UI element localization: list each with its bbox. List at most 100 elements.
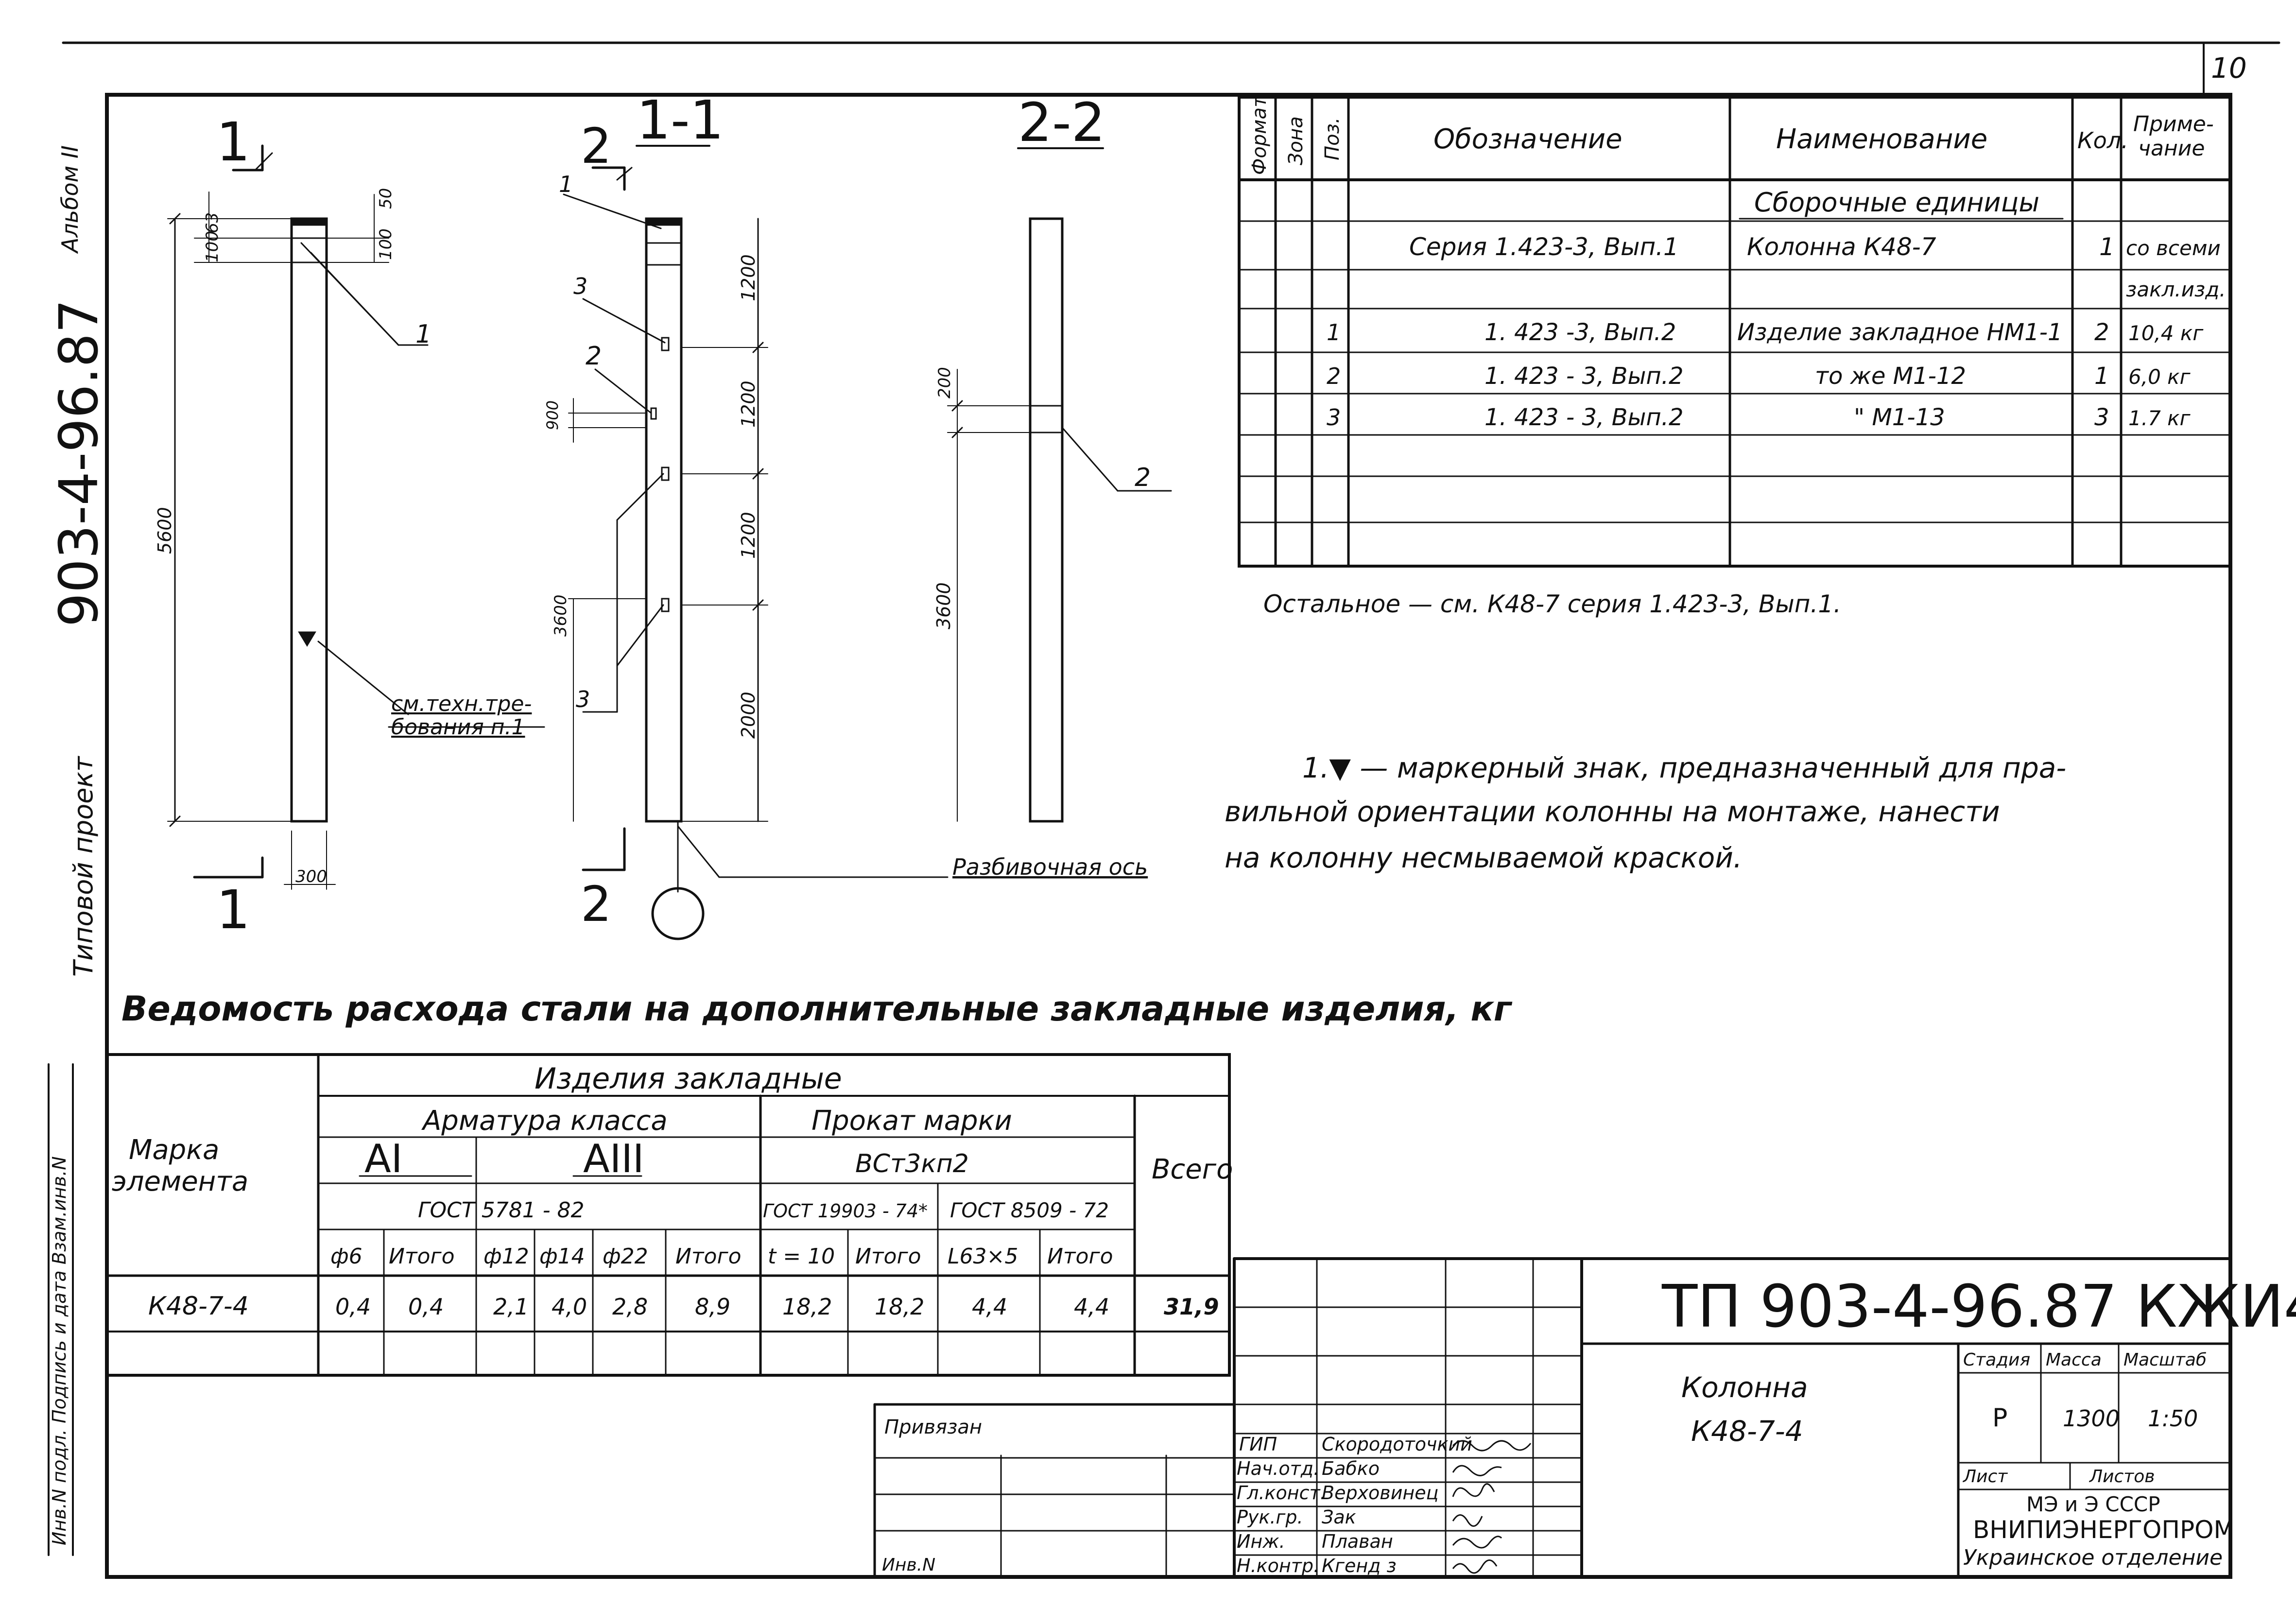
dim-100a: 100	[203, 231, 222, 262]
title-block-grid	[873, 1257, 2232, 1578]
spec-row3-name: Изделие закладное НМ1-1	[1737, 319, 2062, 346]
steel-val-total: 31,9	[1164, 1294, 1219, 1320]
staff-role-6: Н.контр.	[1237, 1555, 1319, 1576]
staff-role-3: Гл.конст.	[1237, 1482, 1326, 1504]
dim-1200b: 1200	[738, 381, 759, 428]
steel-val-6: 8,9	[695, 1294, 730, 1320]
dim-63: 63	[203, 212, 222, 233]
steel-header-rolled: Прокат марки	[811, 1105, 1012, 1137]
spec-group-title: Сборочные единицы	[1754, 187, 2039, 218]
steel-col-itogo3: Итого	[855, 1244, 921, 1269]
spec-footer-note: Остальное — см. К48-7 серия 1.423-3, Вып…	[1263, 590, 1841, 618]
spec-row4-qty: 1	[2094, 363, 2109, 390]
drawing-frame	[105, 93, 2232, 1579]
sheet-label: Лист	[1962, 1467, 2008, 1487]
section-2-2-label: 2-2	[1018, 91, 1105, 154]
tech-note-line2: вильной ориентации колонны на монтаже, н…	[1225, 795, 2000, 828]
steel-val-1: 0,4	[335, 1294, 371, 1320]
sheet-number: 10	[2211, 52, 2247, 85]
staff-role-1: ГИП	[1239, 1434, 1277, 1455]
title-object-1: Колонна	[1681, 1371, 1808, 1404]
spec-row1-name: Колонна К48-7	[1747, 233, 1936, 261]
cut-1-top: 1	[216, 111, 250, 173]
steel-col-f14: ф14	[539, 1244, 585, 1269]
project-code-side: 903-4-96.87	[48, 299, 110, 627]
callout-1-front: 1	[415, 320, 432, 349]
spec-header-zone: Зона	[1285, 116, 1307, 165]
callout-2-view22: 2	[1135, 463, 1151, 492]
spec-header-name: Наименование	[1776, 123, 1987, 155]
org-institute: ВНИПИЭНЕРГОПРОМ	[1973, 1516, 2235, 1544]
spec-row3-qty: 2	[2094, 319, 2109, 346]
axis-label: Разбивочная ось	[952, 854, 1148, 880]
staff-role-4: Рук.гр.	[1237, 1506, 1303, 1528]
section-1-1-label: 1-1	[637, 89, 724, 151]
dim-300: 300	[295, 867, 327, 886]
marker-note: см.техн.тре- бования п.1	[391, 692, 532, 740]
section-1-1	[563, 166, 949, 940]
axis-bubble	[651, 887, 705, 940]
spec-header-format: Формат	[1248, 95, 1271, 175]
staff-name-1: Скородоточкий	[1322, 1434, 1472, 1455]
spec-row1-designation: Серия 1.423-3, Вып.1	[1409, 233, 1679, 261]
sheets-label: Листов	[2089, 1467, 2155, 1487]
staff-name-4: Зак	[1322, 1506, 1356, 1528]
spec-row5-qty: 3	[2094, 404, 2109, 431]
cut-2-bottom: 2	[581, 876, 612, 933]
dim-3600b: 3600	[933, 582, 954, 629]
tech-note-line3: на колонну несмываемой краской.	[1225, 841, 1742, 874]
steel-table-grid	[105, 1053, 1231, 1377]
marker-triangle-icon	[298, 631, 316, 647]
steel-col-itogo1: Итого	[389, 1244, 455, 1269]
spec-header-note-1: Приме-	[2133, 112, 2214, 137]
steel-header-mark-2: элемента	[112, 1166, 248, 1197]
scale-value: 1:50	[2148, 1405, 2198, 1432]
spec-row4-note: 6,0 кг	[2128, 365, 2191, 389]
inv-label: Инв.N	[882, 1555, 935, 1575]
steel-col-t10: t = 10	[768, 1244, 835, 1269]
spec-table-grid	[1238, 96, 2232, 568]
tech-note-line1: 1.▼ — маркерный знак, предназначенный дл…	[1302, 751, 2066, 784]
steel-header-gost3: ГОСТ 8509 - 72	[950, 1198, 1109, 1222]
steel-row-mark: К48-7-4	[148, 1292, 249, 1321]
spec-row5-name: " М1-13	[1854, 404, 1945, 431]
cut-1-bottom: 1	[216, 879, 250, 941]
callout-3-top: 3	[573, 273, 587, 299]
title-object-2: К48-7-4	[1691, 1415, 1803, 1448]
staff-role-2: Нач.отд.	[1237, 1458, 1319, 1479]
steel-val-2: 0,4	[408, 1294, 444, 1320]
dim-100b: 100	[376, 228, 396, 260]
stage-value: Р	[1992, 1403, 2007, 1433]
title-block-code: ТП 903-4-96.87 КЖИ4	[1661, 1273, 2296, 1341]
dim-2000: 2000	[738, 692, 759, 739]
spec-row4-name: то же М1-12	[1815, 363, 1966, 390]
spec-row5-designation: 1. 423 - 3, Вып.2	[1485, 404, 1684, 431]
callout-1-section: 1	[559, 171, 573, 197]
org-ministry: МЭ и Э СССР	[2026, 1492, 2160, 1516]
dim-900: 900	[543, 400, 562, 430]
signatures	[1452, 1440, 1532, 1574]
steel-col-f22: ф22	[603, 1244, 648, 1269]
steel-col-f6: ф6	[330, 1244, 363, 1269]
callout-2-section: 2	[586, 342, 602, 371]
spec-row5-note: 1.7 кг	[2128, 406, 2191, 430]
typical-project-label: Типовой проект	[68, 756, 99, 977]
spec-row4-pos: 2	[1327, 363, 1341, 389]
section-2-2	[636, 145, 1172, 823]
staff-name-3: Верховинец	[1322, 1482, 1439, 1504]
steel-header-a3: АIII	[583, 1136, 644, 1181]
dim-50: 50	[376, 188, 396, 209]
staff-name-2: Бабко	[1322, 1458, 1380, 1479]
steel-header-gost1: ГОСТ 5781 - 82	[418, 1198, 585, 1223]
spec-row3-pos: 1	[1327, 319, 1341, 346]
steel-header-rebar: Арматура класса	[421, 1105, 668, 1137]
spec-header-pos: Поз.	[1321, 117, 1344, 160]
dim-1200a: 1200	[738, 254, 759, 301]
dim-200: 200	[935, 367, 954, 398]
steel-val-8: 18,2	[875, 1294, 924, 1320]
org-branch: Украинское отделение	[1963, 1545, 2223, 1570]
mass-label: Масса	[2046, 1350, 2102, 1370]
bound-label: Привязан	[884, 1416, 982, 1438]
steel-col-itogo4: Итого	[1047, 1244, 1113, 1269]
